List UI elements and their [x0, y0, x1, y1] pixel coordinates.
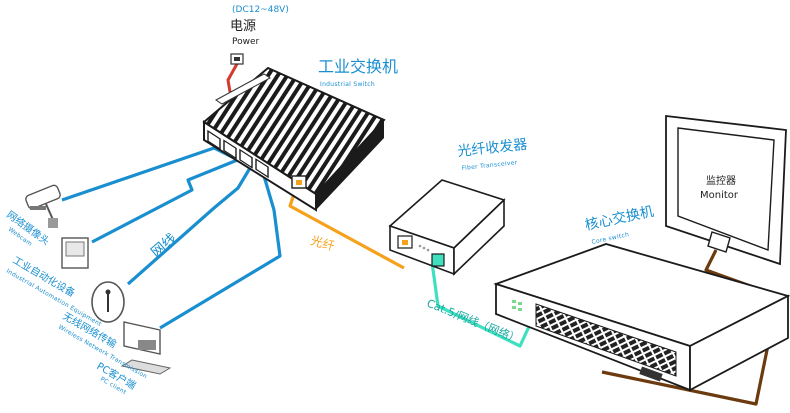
cable-wireless: [126, 167, 252, 286]
industrial-switch-cn: 工业交换机: [318, 57, 398, 76]
monitor-label-en: Monitor: [700, 190, 739, 201]
switch-din-rail: [215, 73, 271, 105]
core-switch-console: [639, 366, 663, 382]
power-socket: [230, 53, 244, 65]
cable-automation: [91, 148, 263, 244]
core-switch-port-bank: [535, 303, 677, 377]
power-voltage: (DC12~48V): [232, 5, 289, 15]
cable-pc: [159, 175, 282, 330]
transceiver-rj45-port: [431, 253, 445, 267]
power-cable: [226, 61, 240, 93]
monitor-screen: [677, 127, 775, 251]
fiber-transceiver-cn: 光纤收发器: [457, 137, 528, 160]
fiber-label: 光纤: [309, 233, 336, 253]
monitor: [665, 114, 787, 266]
switch-ports: [207, 129, 269, 179]
core-switch: [493, 243, 790, 392]
wireless-device: [91, 281, 125, 323]
pc-client-device: [120, 321, 172, 375]
monitor-stand: [707, 231, 731, 253]
power-label-en: Power: [232, 37, 260, 47]
monitor-label-cn: 监控器: [706, 174, 736, 187]
power-label-cn: 电源: [230, 19, 256, 34]
fiber-transceiver: [388, 179, 506, 276]
transceiver-side: [453, 198, 505, 276]
cable-webcam: [61, 146, 239, 202]
switch-fiber-port: [291, 175, 307, 189]
core-switch-cn: 核心交换机: [583, 203, 655, 234]
network-cable-label: 网线: [148, 231, 180, 261]
webcam-device: [25, 184, 61, 228]
core-switch-side: [689, 294, 789, 392]
core-switch-en: Core switch: [591, 231, 630, 246]
cat5-cable: [430, 261, 534, 348]
fiber-transceiver-en: Fiber Transceiver: [461, 159, 518, 172]
switch-right-side: [316, 120, 384, 210]
industrial-switch: [202, 66, 386, 212]
core-switch-leds: [512, 300, 522, 311]
automation-device: [61, 237, 89, 269]
industrial-switch-en: Industrial Switch: [320, 81, 375, 88]
